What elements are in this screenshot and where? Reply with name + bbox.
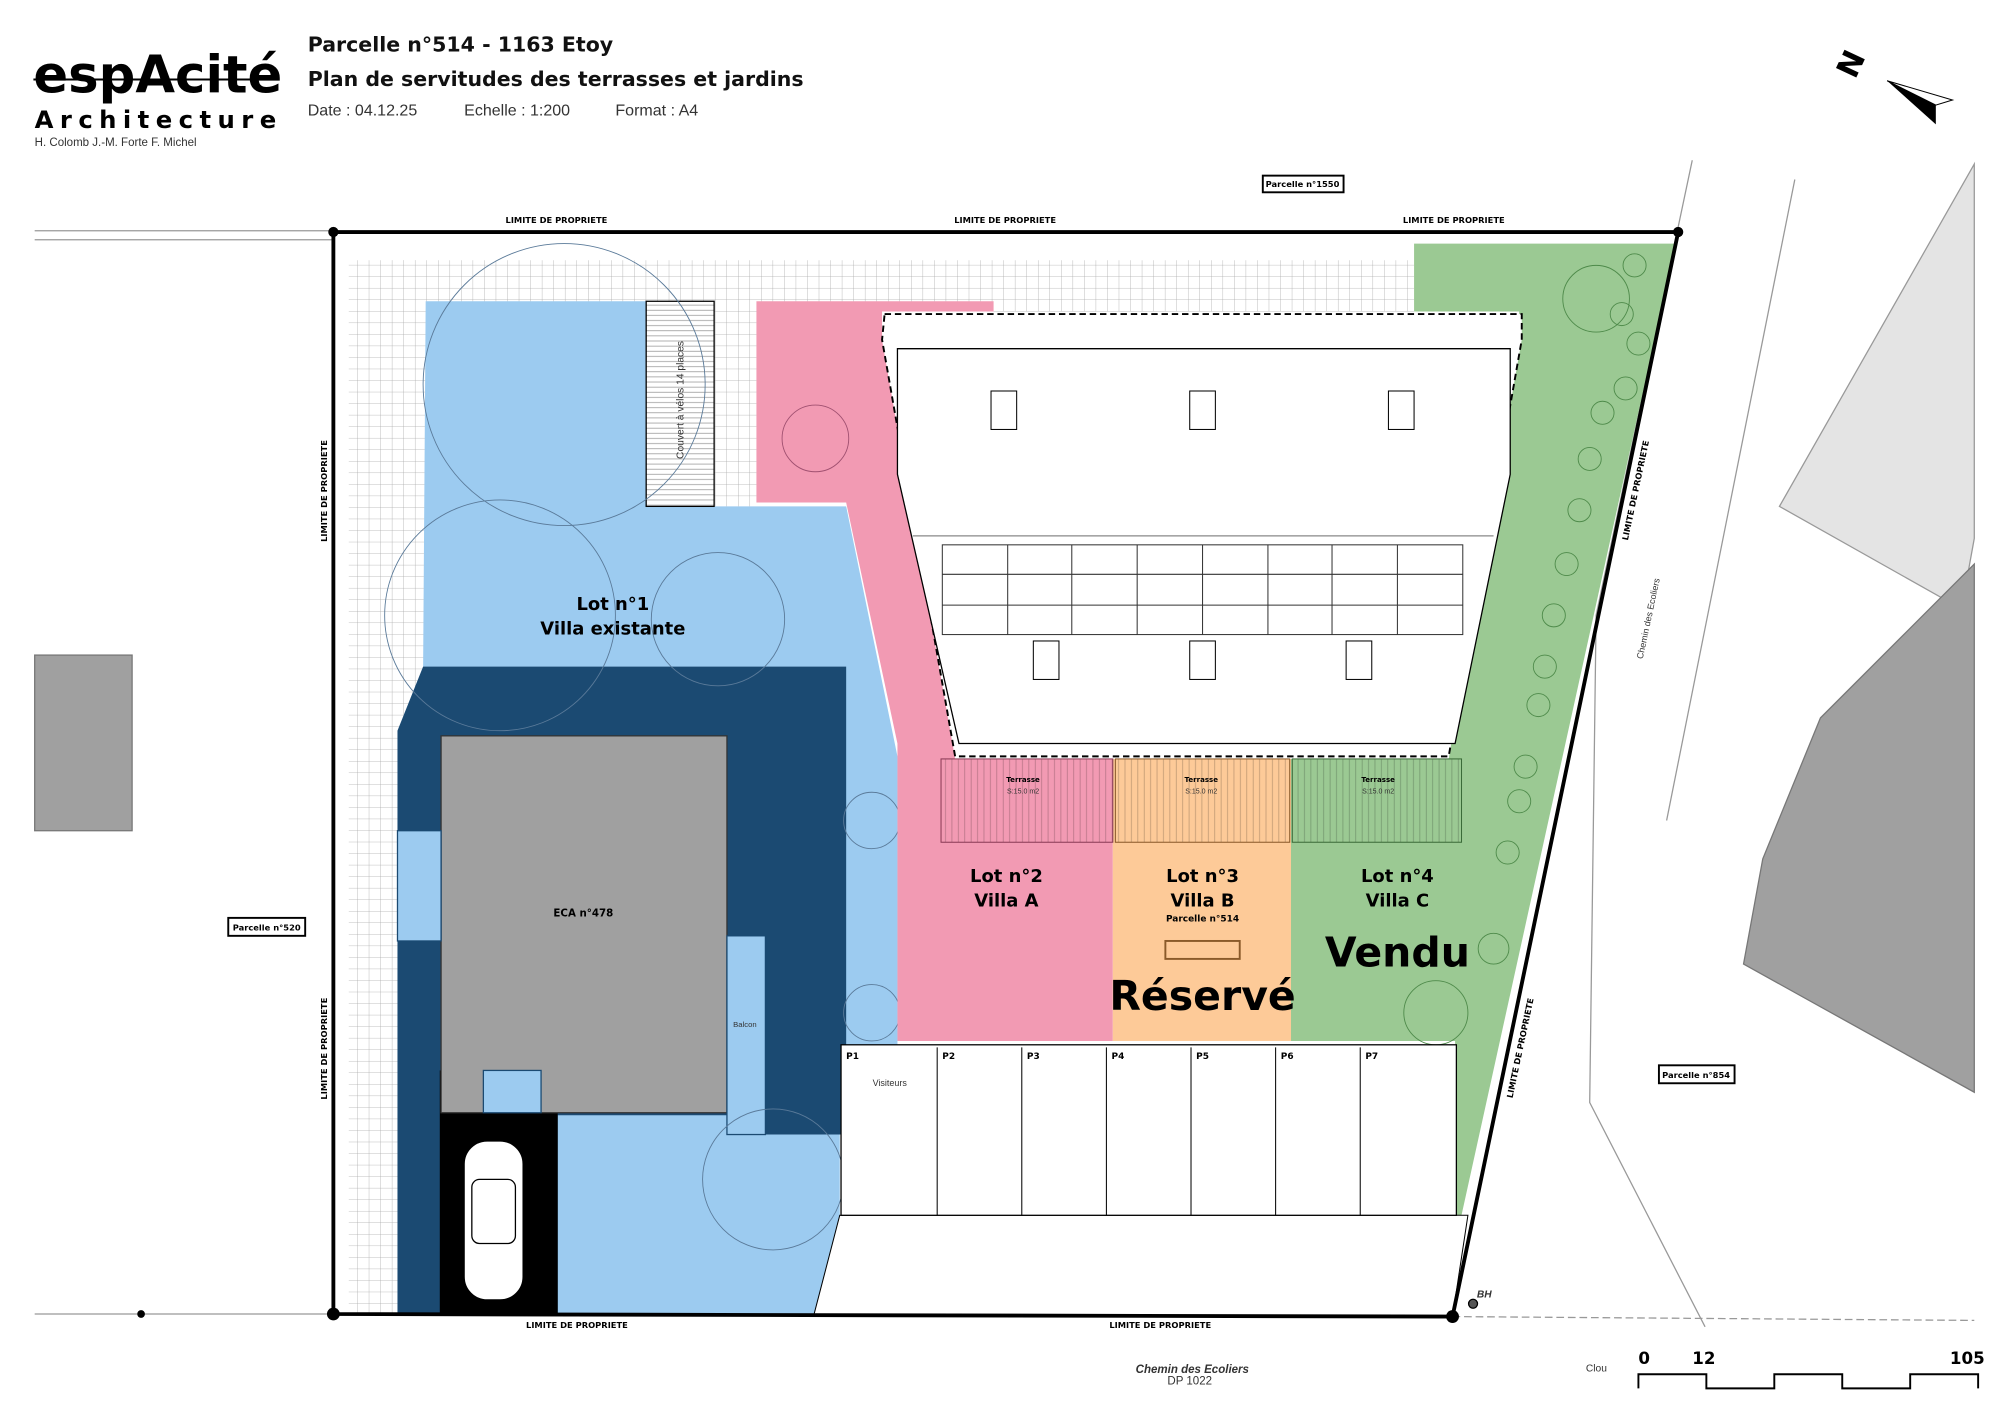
terrace-lot-2: Terrasse S:15.0 m2 bbox=[940, 758, 1114, 843]
logo-text: espAcité bbox=[33, 45, 282, 105]
eca-label: ECA n°478 bbox=[553, 908, 613, 920]
skylights bbox=[990, 390, 1415, 680]
parcel-tag-520: Parcelle n°520 bbox=[227, 916, 307, 937]
driveway bbox=[813, 1214, 1469, 1318]
parcel-tag-1550: Parcelle n°1550 bbox=[1261, 174, 1345, 194]
plan-scale: Echelle : 1:200 bbox=[464, 101, 570, 119]
visitors-label: Visiteurs bbox=[873, 1078, 908, 1088]
neighbor-building-east bbox=[1742, 562, 1975, 1094]
bh-marker-icon bbox=[1467, 1298, 1479, 1309]
bike-shelter-label: Couvert à vélos 14 places bbox=[675, 341, 686, 459]
balcony bbox=[726, 935, 767, 1136]
stall-p3: P3 bbox=[1027, 1052, 1040, 1062]
boundary-label-west-2: LIMITE DE PROPRIETE bbox=[319, 997, 329, 1099]
existing-house bbox=[440, 735, 728, 1114]
logo: espAcité Architecture H. Colomb J.-M. Fo… bbox=[33, 45, 282, 149]
paved-area-north bbox=[384, 260, 1415, 312]
neighbor-building-west bbox=[34, 654, 133, 832]
plan-format: Format : A4 bbox=[615, 101, 698, 119]
stairs-west bbox=[396, 830, 442, 942]
lot-4-area bbox=[1291, 243, 1676, 1216]
lot-2-title: Lot n°2 bbox=[970, 866, 1043, 887]
svg-text:S:15.0 m2: S:15.0 m2 bbox=[1007, 789, 1039, 796]
svg-text:S:15.0 m2: S:15.0 m2 bbox=[1185, 789, 1217, 796]
lot-2-area bbox=[756, 301, 1113, 1041]
svg-text:0: 0 bbox=[1638, 1349, 1650, 1368]
boundary-label-north-1: LIMITE DE PROPRIETE bbox=[506, 215, 608, 225]
clou-label: Clou bbox=[1586, 1364, 1607, 1375]
svg-text:N: N bbox=[1830, 45, 1874, 84]
lot-4-status: Vendu bbox=[1325, 929, 1470, 977]
terrace-lot-3: Terrasse S:15.0 m2 bbox=[1114, 758, 1291, 843]
svg-text:Terrasse: Terrasse bbox=[1185, 775, 1219, 784]
neighbor-building-north-east bbox=[1778, 161, 1975, 610]
terrace-lot-4: Terrasse S:15.0 m2 bbox=[1291, 758, 1463, 843]
scale-bar: 0 12 105 bbox=[1637, 1349, 1985, 1390]
balcony-label: Balcon bbox=[733, 1020, 757, 1029]
svg-text:S:15.0 m2: S:15.0 m2 bbox=[1362, 789, 1394, 796]
solar-panels bbox=[941, 544, 1464, 636]
lot-3-status: Réservé bbox=[1109, 972, 1295, 1020]
svg-text:Parcelle n°520: Parcelle n°520 bbox=[233, 923, 301, 933]
lot-2-name: Villa A bbox=[974, 890, 1038, 911]
stall-p4: P4 bbox=[1112, 1052, 1125, 1062]
stall-p7: P7 bbox=[1365, 1052, 1378, 1062]
svg-text:105: 105 bbox=[1950, 1349, 1985, 1368]
svg-text:Parcelle n°1550: Parcelle n°1550 bbox=[1266, 179, 1340, 189]
parcel-tag-854: Parcelle n°854 bbox=[1657, 1064, 1736, 1085]
north-arrow-icon: N bbox=[1830, 45, 1955, 125]
boundary-label-north-3: LIMITE DE PROPRIETE bbox=[1403, 215, 1505, 225]
road-dp: DP 1022 bbox=[1167, 1376, 1212, 1388]
lot-3-parcel: Parcelle n°514 bbox=[1166, 915, 1239, 925]
bh-label: BH bbox=[1477, 1289, 1492, 1300]
car-icon bbox=[463, 1140, 524, 1301]
lot-4-name: Villa C bbox=[1366, 890, 1430, 911]
boundary-label-north-2: LIMITE DE PROPRIETE bbox=[954, 215, 1056, 225]
parking: P1 P2 P3 P4 P5 P6 P7 Visiteurs bbox=[840, 1044, 1458, 1216]
road-label-south: Chemin des Ecoliers bbox=[1136, 1364, 1250, 1376]
boundary-label-west-1: LIMITE DE PROPRIETE bbox=[319, 440, 329, 542]
lot-3-title: Lot n°3 bbox=[1166, 866, 1239, 887]
road-label-east: Chemin des Ecoliers bbox=[1635, 577, 1662, 660]
bike-shelter bbox=[645, 300, 715, 508]
lot-3-name: Villa B bbox=[1171, 890, 1235, 911]
svg-text:12: 12 bbox=[1692, 1349, 1715, 1368]
lot-1-name: Villa existante bbox=[540, 619, 685, 640]
plan-title: Parcelle n°514 - 1163 Etoy bbox=[308, 32, 613, 56]
stall-p5: P5 bbox=[1196, 1052, 1209, 1062]
boundary-label-south-1: LIMITE DE PROPRIETE bbox=[526, 1320, 628, 1330]
plan-date: Date : 04.12.25 bbox=[308, 101, 418, 119]
lot-1-title: Lot n°1 bbox=[576, 594, 649, 615]
svg-text:Terrasse: Terrasse bbox=[1006, 775, 1040, 784]
stall-p2: P2 bbox=[942, 1052, 955, 1062]
stall-p1: P1 bbox=[846, 1052, 859, 1062]
lot-4-title: Lot n°4 bbox=[1361, 866, 1434, 887]
plan-subtitle: Plan de servitudes des terrasses et jard… bbox=[308, 67, 804, 91]
logo-sub: Architecture bbox=[35, 105, 283, 134]
stall-p6: P6 bbox=[1281, 1052, 1294, 1062]
svg-text:Terrasse: Terrasse bbox=[1361, 775, 1395, 784]
svg-text:Parcelle n°854: Parcelle n°854 bbox=[1662, 1070, 1730, 1080]
boundary-label-south-2: LIMITE DE PROPRIETE bbox=[1109, 1320, 1211, 1330]
logo-names: H. Colomb J.-M. Forte F. Michel bbox=[35, 137, 197, 149]
